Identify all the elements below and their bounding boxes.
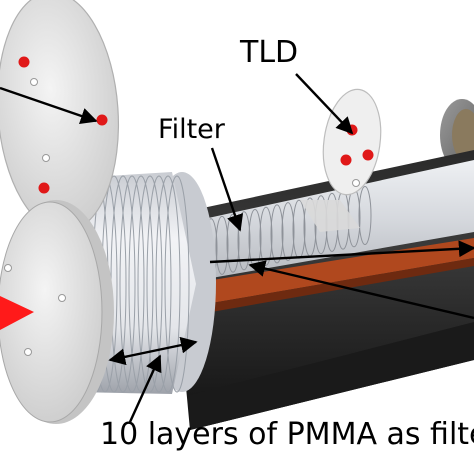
right-pointer-upper xyxy=(209,240,474,264)
pmma-layer-ring xyxy=(164,175,190,393)
filter-segment-ring xyxy=(237,211,251,271)
front-hole xyxy=(24,348,32,356)
tld-hole xyxy=(352,179,360,187)
top-disk-pointer xyxy=(0,86,98,125)
front-end-disk xyxy=(0,200,114,424)
pmma-width-dimension xyxy=(108,336,198,366)
filter-segment-ring xyxy=(358,186,372,245)
pmma-layer-ring xyxy=(119,175,145,393)
tld-pointer xyxy=(295,73,354,135)
beam-arrow-icon xyxy=(0,296,34,330)
pmma-label: 10 layers of PMMA as filte xyxy=(100,417,474,452)
tld-dot xyxy=(362,149,374,161)
copper-strip xyxy=(200,238,474,305)
front-hole xyxy=(4,264,12,272)
pmma-layer-ring xyxy=(137,175,163,393)
pmma-pointer xyxy=(128,354,162,423)
tld-hole xyxy=(42,154,50,162)
tld-dot xyxy=(340,154,352,166)
right-pointer-lower xyxy=(248,260,474,320)
pmma-layer-ring xyxy=(146,175,172,393)
front-hole xyxy=(58,294,66,302)
tld-hole xyxy=(30,78,38,86)
tld-dot xyxy=(18,56,30,68)
annotation-arrows xyxy=(0,73,474,423)
filter-segment-ring xyxy=(215,215,229,275)
tld-label: TLD xyxy=(240,35,299,70)
pmma-layer-ring xyxy=(155,175,181,393)
tld-dot xyxy=(96,114,108,126)
filter-label: Filter xyxy=(158,114,225,145)
filter-pointer xyxy=(210,147,244,232)
filter-segment-ring xyxy=(281,202,295,262)
tld-dot xyxy=(38,182,50,194)
filter-segment-ring xyxy=(270,204,284,264)
tld-holder-disk xyxy=(300,88,382,232)
pmma-layer-ring xyxy=(128,175,154,393)
